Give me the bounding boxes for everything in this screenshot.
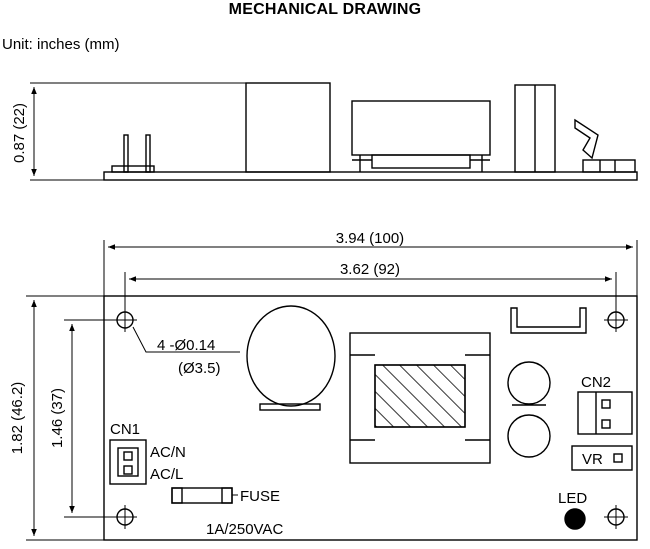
heatsink-bracket	[510, 307, 587, 334]
height-holes-dimension	[64, 319, 125, 518]
vr-label: VR	[582, 451, 603, 468]
fuse-label: FUSE	[240, 488, 280, 505]
side-height-label: 0.87 (22)	[11, 103, 28, 163]
hole-spec-label: 4 -Ø0.14	[157, 337, 215, 354]
width-overall-label: 3.94 (100)	[336, 230, 404, 247]
led-label: LED	[558, 490, 587, 507]
mounting-hole-top-left	[113, 308, 137, 332]
top-board-outline	[103, 295, 638, 541]
mounting-hole-bottom-right	[604, 505, 628, 529]
drawing-title: MECHANICAL DRAWING	[228, 1, 422, 18]
mounting-hole-bottom-left	[113, 505, 137, 529]
led-indicator	[564, 508, 586, 530]
side-cn1-pins	[111, 134, 155, 173]
width-holes-dimension	[124, 272, 617, 310]
side-view	[30, 82, 638, 181]
fuse	[171, 487, 238, 504]
cn1-connector	[109, 439, 147, 485]
top-transformer	[349, 332, 491, 464]
height-holes-label: 1.46 (37)	[49, 388, 66, 448]
cn1-label: CN1	[110, 421, 140, 438]
vr-trimmer	[571, 445, 633, 471]
side-right-component	[514, 84, 636, 173]
side-pcb	[103, 171, 638, 181]
small-capacitor-2	[507, 414, 551, 458]
small-capacitor-1	[507, 361, 551, 405]
cn2-label: CN2	[581, 374, 611, 391]
width-holes-label: 3.62 (92)	[340, 261, 400, 278]
top-view	[26, 240, 638, 541]
top-capacitor	[246, 305, 336, 411]
height-overall-dimension	[26, 295, 104, 541]
unit-note: Unit: inches (mm)	[2, 36, 120, 53]
side-capacitor	[245, 82, 331, 173]
hole-leader-line	[132, 326, 240, 353]
fuse-rating-label: 1A/250VAC	[206, 521, 283, 538]
mounting-hole-top-right	[604, 308, 628, 332]
ac-l-label: AC/L	[150, 466, 183, 483]
side-height-dimension	[30, 82, 246, 181]
height-overall-label: 1.82 (46.2)	[9, 382, 26, 455]
cn2-connector	[577, 391, 633, 435]
side-transformer	[351, 100, 491, 172]
ac-n-label: AC/N	[150, 444, 186, 461]
width-overall-dimension	[103, 240, 638, 296]
hole-spec-metric-label: (Ø3.5)	[178, 360, 221, 377]
